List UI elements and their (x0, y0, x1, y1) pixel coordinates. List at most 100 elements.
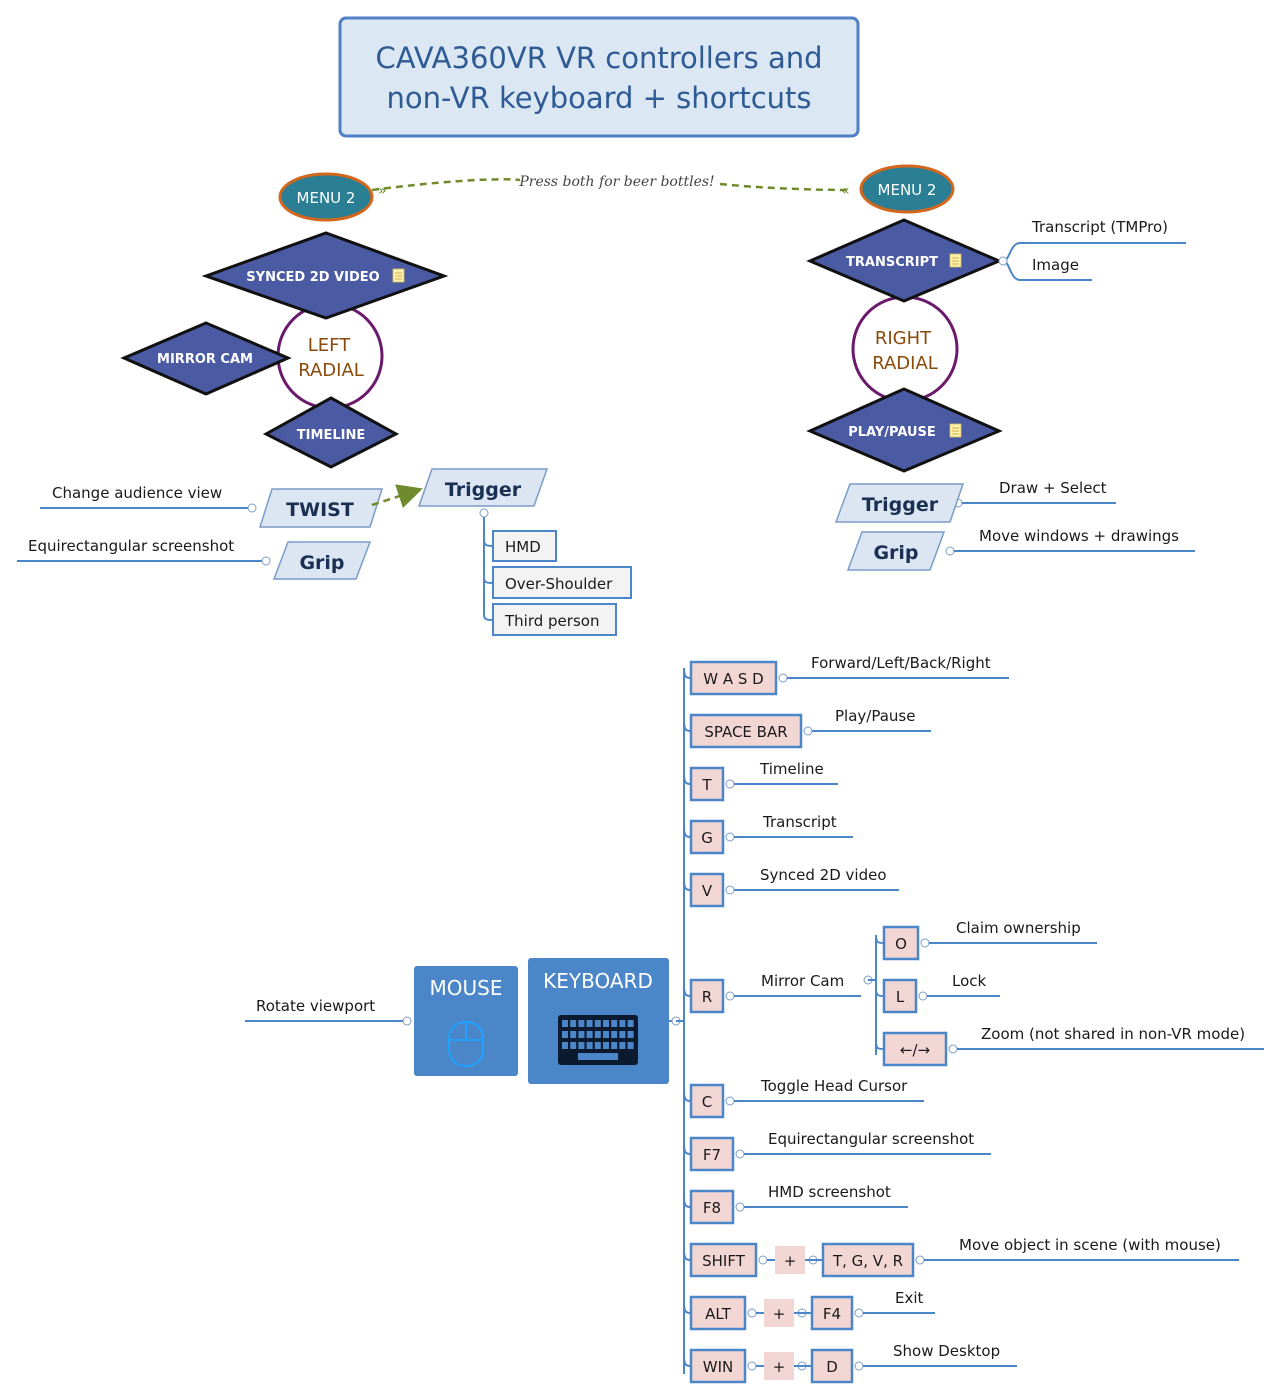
key-action-3: Transcript (762, 813, 837, 831)
sub-key-action-0: Claim ownership (956, 919, 1081, 937)
trigger-control-left[interactable]: Trigger (417, 468, 549, 507)
collapse-toggle-icon[interactable] (854, 1308, 864, 1318)
keyboard-icon (558, 1015, 638, 1065)
timeline-item[interactable]: TIMELINE (262, 396, 400, 469)
key-action-7: Equirectangular screenshot (768, 1130, 974, 1148)
key-combo-9-label: T, G, V, R (832, 1252, 903, 1270)
sub-key-2[interactable]: ←/→ (882, 1031, 948, 1067)
sub-key-2-label: ←/→ (900, 1041, 930, 1059)
grip-control-right[interactable]: Grip (846, 531, 946, 571)
grip-label-left: Grip (299, 552, 344, 574)
key-2[interactable]: T (689, 766, 725, 802)
trigger-option-hmd[interactable]: HMD (492, 530, 557, 562)
key-action-1: Play/Pause (835, 707, 915, 725)
synced-2d-video-item[interactable]: SYNCED 2D VIDEO (201, 231, 449, 320)
menu-2-left-label: MENU 2 (297, 189, 356, 207)
right-radial-line-2: RADIAL (872, 353, 938, 374)
collapse-toggle-icon[interactable] (918, 991, 928, 1001)
sub-key-action-1: Lock (952, 972, 987, 990)
menu-2-right-button[interactable]: MENU 2 (859, 164, 955, 214)
twist-control[interactable]: TWIST (258, 488, 384, 528)
timeline-label: TIMELINE (297, 428, 365, 443)
menu-2-right-label: MENU 2 (878, 181, 937, 199)
key-7[interactable]: F7 (689, 1136, 735, 1172)
collapse-toggle-icon[interactable] (778, 673, 788, 683)
key-8[interactable]: F8 (689, 1189, 735, 1225)
key-combo-9[interactable]: T, G, V, R (821, 1242, 915, 1278)
left-radial-line-1: LEFT (308, 335, 351, 356)
sub-key-action-2: Zoom (not shared in non-VR mode) (981, 1025, 1245, 1043)
key-9-label: SHIFT (702, 1252, 746, 1270)
collapse-toggle-icon[interactable] (854, 1361, 864, 1371)
mirror-cam-item[interactable]: MIRROR CAM (120, 321, 292, 396)
key-0-label: W A S D (703, 670, 763, 688)
key-1[interactable]: SPACE BAR (689, 713, 803, 749)
sub-key-0-label: O (895, 935, 907, 953)
key-6[interactable]: C (689, 1083, 725, 1119)
grip-action-right: Move windows + drawings (979, 527, 1179, 545)
twist-label: TWIST (286, 499, 354, 521)
sub-key-1[interactable]: L (882, 978, 918, 1014)
collapse-toggle-icon[interactable] (725, 885, 735, 895)
key-3-label: G (701, 829, 713, 847)
collapse-toggle-icon[interactable] (948, 1044, 958, 1054)
key-action-10: Exit (895, 1289, 924, 1307)
key-0[interactable]: W A S D (689, 660, 778, 696)
key-5[interactable]: R (689, 978, 725, 1014)
keyboard-block: KEYBOARD (528, 958, 669, 1084)
plus-sign-9: + (775, 1246, 805, 1274)
key-1-label: SPACE BAR (704, 723, 787, 741)
trigger-label-left: Trigger (445, 479, 522, 501)
chevron-right-icon: » (378, 183, 387, 199)
key-3[interactable]: G (689, 819, 725, 855)
trigger-action-right: Draw + Select (999, 479, 1107, 497)
collapse-toggle-icon[interactable] (725, 779, 735, 789)
title-box: CAVA360VR VR controllers and non-VR keyb… (338, 16, 860, 138)
collapse-toggle-icon[interactable] (920, 938, 930, 948)
key-combo-10[interactable]: F4 (810, 1295, 854, 1331)
collapse-toggle-icon[interactable] (725, 1096, 735, 1106)
trigger-option-hmd-label: HMD (505, 538, 541, 556)
trigger-control-right[interactable]: Trigger (834, 483, 965, 523)
key-combo-11-label: D (826, 1358, 838, 1376)
transcript-item[interactable]: TRANSCRIPT (806, 218, 1003, 303)
grip-label-right: Grip (873, 542, 918, 564)
collapse-toggle-icon[interactable] (747, 1308, 757, 1318)
key-action-0: Forward/Left/Back/Right (811, 654, 991, 672)
trigger-option-third-person[interactable]: Third person (492, 603, 617, 636)
collapse-toggle-icon[interactable] (725, 832, 735, 842)
collapse-toggle-icon[interactable] (735, 1202, 745, 1212)
play-pause-item[interactable]: PLAY/PAUSE (806, 387, 1003, 473)
grip-control-left[interactable]: Grip (272, 541, 372, 580)
key-10[interactable]: ALT (689, 1295, 747, 1331)
note-icon (392, 268, 405, 283)
plus-sign-11: + (764, 1352, 794, 1380)
title-line-1: CAVA360VR VR controllers and (375, 41, 822, 75)
mouse-action: Rotate viewport (256, 997, 375, 1015)
right-radial: RIGHT RADIAL (851, 295, 959, 403)
sub-key-1-label: L (896, 988, 905, 1006)
left-radial-line-2: RADIAL (298, 360, 364, 381)
sub-key-0[interactable]: O (882, 925, 920, 961)
key-6-label: C (702, 1093, 712, 1111)
key-combo-11[interactable]: D (810, 1348, 854, 1384)
collapse-toggle-icon[interactable] (735, 1149, 745, 1159)
mouse-label: MOUSE (430, 976, 503, 1000)
trigger-label-right: Trigger (862, 494, 939, 516)
key-5-label: R (702, 988, 712, 1006)
collapse-toggle-icon[interactable] (915, 1255, 925, 1265)
twist-to-trigger-arrow (371, 484, 423, 509)
key-11[interactable]: WIN (689, 1348, 747, 1384)
menu-connector-right (719, 182, 851, 192)
menu-2-left-button[interactable]: MENU 2 (278, 172, 374, 222)
collapse-toggle-icon[interactable] (758, 1255, 768, 1265)
collapse-toggle-icon[interactable] (803, 726, 813, 736)
menu-connector-left (371, 178, 521, 192)
key-9[interactable]: SHIFT (689, 1242, 758, 1278)
plus-label-10: + (773, 1305, 786, 1323)
key-2-label: T (701, 776, 712, 794)
trigger-option-over-shoulder[interactable]: Over-Shoulder (492, 566, 632, 599)
key-4[interactable]: V (689, 872, 725, 908)
collapse-toggle-icon[interactable] (725, 991, 735, 1001)
collapse-toggle-icon[interactable] (747, 1361, 757, 1371)
